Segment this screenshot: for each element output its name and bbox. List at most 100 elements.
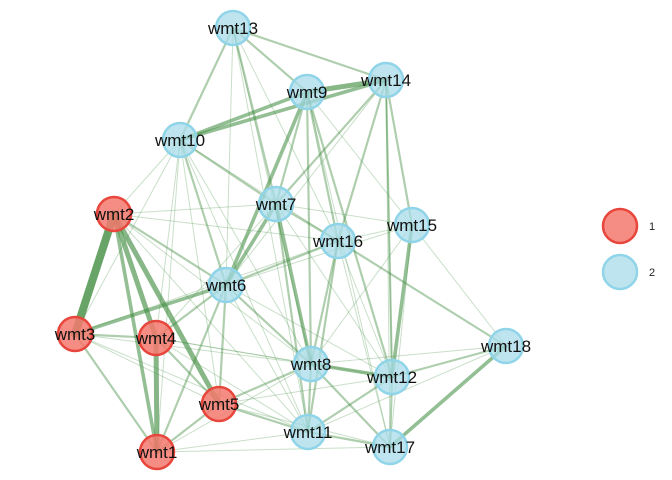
edge-wmt6-wmt14 (225, 79, 387, 286)
node-label-wmt1: wmt1 (136, 443, 178, 462)
node-circle-wmt5 (200, 385, 238, 423)
node-wmt2[interactable]: wmt2 (93, 195, 135, 233)
node-circle-wmt9 (288, 73, 326, 111)
node-circle-wmt12 (373, 358, 411, 396)
edge-wmt7-wmt13 (231, 26, 278, 206)
node-label-wmt7: wmt7 (255, 195, 297, 214)
edge-wmt13-wmt14 (231, 26, 388, 82)
node-wmt13[interactable]: wmt13 (207, 9, 258, 47)
node-label-wmt4: wmt4 (135, 329, 177, 348)
node-wmt16[interactable]: wmt16 (312, 222, 363, 260)
edge-wmt7-wmt10 (178, 138, 278, 206)
edge-wmt6-wmt12 (225, 284, 393, 378)
edge-wmt15-wmt17 (389, 224, 413, 448)
edge-wmt11-wmt18 (307, 345, 507, 433)
node-wmt10[interactable]: wmt10 (154, 121, 205, 159)
node-wmt15[interactable]: wmt15 (386, 206, 437, 244)
edge-wmt6-wmt15 (225, 224, 413, 286)
edge-wmt11-wmt16 (306, 239, 340, 434)
node-label-wmt13: wmt13 (207, 19, 258, 38)
edge-wmt5-wmt10 (179, 139, 220, 405)
node-wmt18[interactable]: wmt18 (480, 327, 531, 365)
node-wmt5[interactable]: wmt5 (198, 385, 240, 423)
edge-wmt9-wmt15 (306, 91, 413, 226)
node-wmt12[interactable]: wmt12 (366, 358, 417, 396)
edge-wmt5-wmt6 (217, 283, 228, 406)
node-circle-wmt6 (207, 266, 245, 304)
edge-wmt7-wmt15 (275, 203, 413, 226)
edge-wmt2-wmt16 (113, 213, 339, 242)
edge-wmt7-wmt8 (274, 202, 313, 366)
edge-wmt2-wmt3 (71, 210, 118, 338)
node-label-wmt12: wmt12 (366, 368, 417, 387)
edge-wmt3-wmt1 (73, 332, 159, 454)
edge-wmt1-wmt6 (155, 283, 228, 454)
edge-wmt4-wmt1 (153, 335, 160, 455)
node-wmt1[interactable]: wmt1 (136, 433, 178, 471)
edge-wmt9-wmt16 (305, 90, 340, 243)
node-wmt14[interactable]: wmt14 (360, 61, 411, 99)
node-wmt6[interactable]: wmt6 (205, 266, 247, 304)
node-circle-wmt14 (367, 61, 405, 99)
node-circle-wmt10 (161, 121, 199, 159)
legend-swatch-2 (601, 253, 639, 291)
node-label-wmt15: wmt15 (386, 216, 437, 235)
edge-wmt1-wmt10 (156, 139, 181, 453)
edge-wmt8-wmt18 (310, 345, 507, 365)
node-wmt4[interactable]: wmt4 (135, 319, 177, 357)
node-label-wmt5: wmt5 (198, 395, 240, 414)
edge-wmt10-wmt14 (178, 78, 388, 142)
node-circle-wmt17 (371, 428, 409, 466)
edge-wmt14-wmt12 (384, 78, 394, 379)
node-wmt3[interactable]: wmt3 (54, 315, 96, 353)
edge-wmt16-wmt17 (337, 240, 391, 448)
edge-wmt6-wmt8 (224, 283, 313, 366)
node-wmt8[interactable]: wmt8 (290, 345, 332, 383)
edge-wmt3-wmt6 (73, 283, 228, 336)
edge-wmt3-wmt10 (74, 139, 181, 335)
legend-label-2: 2 (649, 267, 655, 279)
edge-wmt1-wmt11 (156, 431, 309, 453)
edge-wmt12-wmt18 (390, 344, 508, 379)
node-wmt9[interactable]: wmt9 (286, 73, 328, 111)
edge-wmt8-wmt17 (309, 362, 392, 449)
edge-wmt8-wmt9 (305, 90, 313, 366)
node-circle-wmt18 (487, 327, 525, 365)
edge-wmt3-wmt11 (74, 333, 309, 433)
node-circle-wmt13 (214, 9, 252, 47)
node-label-wmt14: wmt14 (360, 71, 411, 90)
node-label-wmt6: wmt6 (205, 276, 247, 295)
edge-wmt4-wmt11 (155, 337, 309, 433)
legend: 12 (601, 207, 655, 291)
node-circle-wmt7 (257, 185, 295, 223)
edge-wmt13-wmt16 (232, 27, 339, 242)
legend-label-1: 1 (649, 221, 655, 233)
edge-wmt10-wmt13 (178, 26, 235, 142)
edge-wmt2-wmt11 (113, 213, 309, 433)
edge-wmt6-wmt16 (224, 239, 340, 287)
edge-wmt2-wmt5 (111, 211, 222, 407)
edge-wmt14-wmt15 (384, 78, 414, 227)
node-layer: wmt1 wmt2 wmt3 wmt4 wmt5 wmt6 wmt7 wmt8 wmt9 wmt1… (54, 9, 531, 471)
edge-wmt6-wmt13 (225, 27, 234, 286)
node-circle-wmt11 (289, 413, 327, 451)
node-wmt11[interactable]: wmt11 (283, 413, 333, 451)
edge-wmt7-wmt9 (274, 90, 309, 206)
node-circle-wmt15 (393, 206, 431, 244)
edge-wmt1-wmt17 (156, 446, 391, 453)
legend-item-1: 1 (601, 207, 655, 245)
edge-wmt2-wmt7 (113, 203, 277, 215)
node-wmt7[interactable]: wmt7 (255, 185, 297, 223)
node-circle-wmt8 (292, 345, 330, 383)
node-label-wmt10: wmt10 (154, 131, 205, 150)
edge-wmt4-wmt8 (155, 337, 312, 365)
edge-wmt10-wmt16 (179, 139, 339, 242)
edge-wmt6-wmt11 (225, 284, 309, 433)
edge-wmt8-wmt10 (179, 139, 312, 365)
node-circle-wmt16 (319, 222, 357, 260)
node-wmt17[interactable]: wmt17 (364, 428, 415, 466)
node-circle-wmt2 (95, 195, 133, 233)
edge-wmt3-wmt16 (74, 240, 339, 335)
edge-wmt3-wmt5 (74, 333, 220, 405)
